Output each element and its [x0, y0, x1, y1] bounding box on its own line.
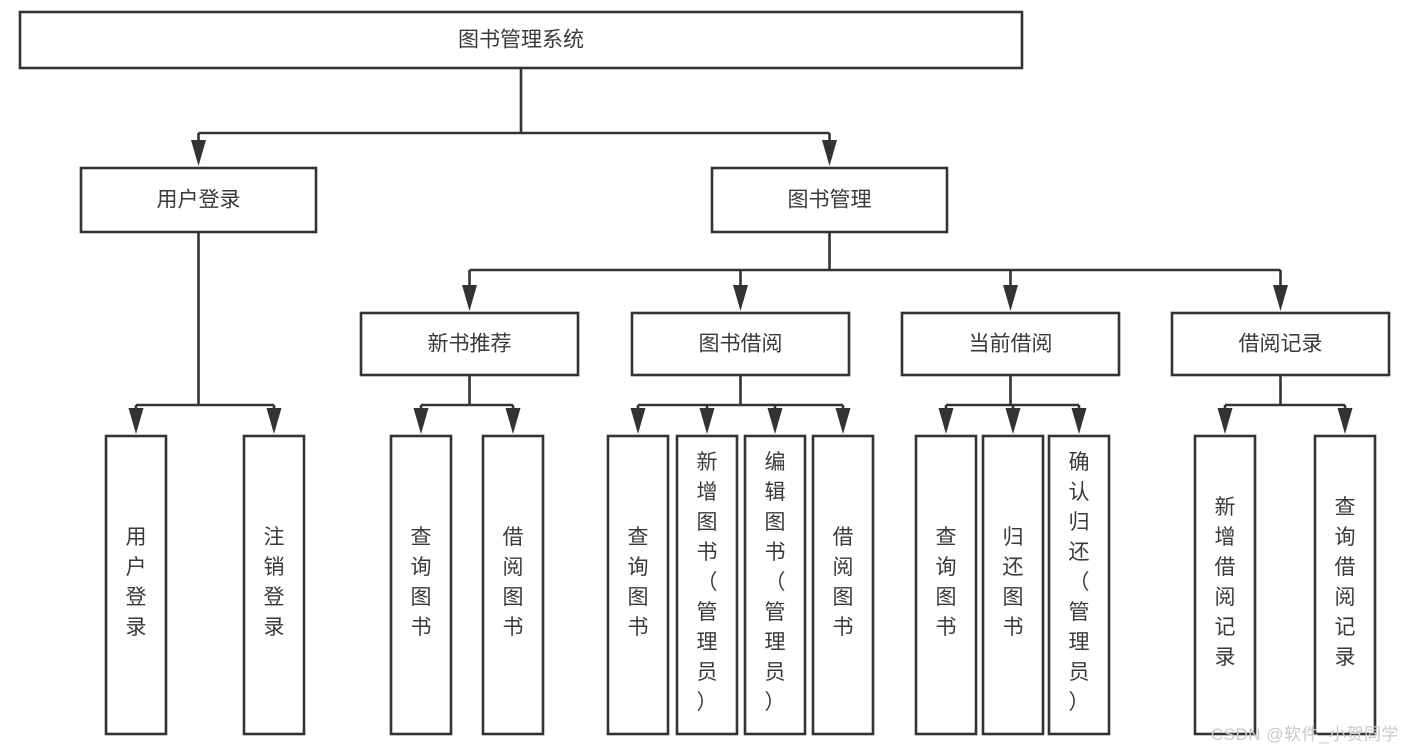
node-box-leaf-5[interactable] — [606, 434, 670, 736]
node-leaf-9[interactable]: 查询图书 — [914, 434, 978, 736]
connector-group — [938, 375, 1087, 434]
node-box-leaf-1[interactable] — [104, 434, 168, 736]
node-box-book-borrow[interactable] — [630, 311, 851, 377]
node-label-leaf-9: 查询图书 — [936, 526, 957, 639]
node-label-book-manage: 图书管理 — [788, 189, 872, 212]
arrow-head-icon — [822, 140, 837, 166]
node-current-borrow[interactable]: 当前借阅 — [900, 311, 1121, 377]
arrow-head-icon — [462, 285, 477, 311]
node-leaf-6[interactable]: 新增图书（管理员） — [675, 434, 739, 736]
node-label-leaf-2: 注销登录 — [264, 526, 285, 639]
connector-group — [413, 375, 521, 434]
arrow-head-icon — [191, 140, 206, 166]
node-box-root[interactable] — [18, 10, 1024, 70]
node-leaf-11[interactable]: 确认归还（管理员） — [1047, 434, 1111, 736]
node-label-leaf-7: 编辑图书（管理员） — [765, 451, 786, 714]
arrow-head-icon — [1273, 285, 1288, 311]
arrow-head-icon — [699, 408, 715, 434]
node-box-leaf-12[interactable] — [1193, 434, 1257, 736]
node-leaf-12[interactable]: 新增借阅记录 — [1193, 434, 1257, 736]
node-box-leaf-11[interactable] — [1047, 434, 1111, 736]
node-box-borrow-record[interactable] — [1170, 311, 1391, 377]
arrow-head-icon — [413, 408, 429, 434]
arrow-head-icon — [835, 408, 851, 434]
node-box-leaf-4[interactable] — [481, 434, 545, 736]
node-leaf-3[interactable]: 查询图书 — [389, 434, 453, 736]
node-label-leaf-10: 归还图书 — [1003, 526, 1024, 639]
node-box-leaf-6[interactable] — [675, 434, 739, 736]
node-layer: 图书管理系统用户登录图书管理新书推荐图书借阅当前借阅借阅记录用户登录注销登录查询… — [18, 10, 1391, 736]
node-user-login[interactable]: 用户登录 — [79, 166, 318, 234]
arrow-head-icon — [733, 285, 748, 311]
arrow-head-icon — [505, 408, 521, 434]
node-leaf-8[interactable]: 借阅图书 — [811, 434, 875, 736]
node-leaf-13[interactable]: 查询借阅记录 — [1313, 434, 1377, 736]
node-label-book-borrow: 图书借阅 — [699, 333, 783, 356]
connector-group — [191, 68, 837, 166]
node-label-new-book-rec: 新书推荐 — [428, 333, 512, 356]
node-label-leaf-13: 查询借阅记录 — [1335, 496, 1356, 669]
node-box-leaf-2[interactable] — [242, 434, 306, 736]
node-box-leaf-13[interactable] — [1313, 434, 1377, 736]
node-box-leaf-8[interactable] — [811, 434, 875, 736]
node-label-user-login: 用户登录 — [157, 189, 241, 212]
arrow-head-icon — [1217, 408, 1233, 434]
node-leaf-7[interactable]: 编辑图书（管理员） — [743, 434, 807, 736]
node-leaf-10[interactable]: 归还图书 — [981, 434, 1045, 736]
node-box-new-book-rec[interactable] — [359, 311, 580, 377]
node-label-leaf-6: 新增图书（管理员） — [697, 451, 718, 714]
node-label-leaf-5: 查询图书 — [628, 526, 649, 639]
node-leaf-2[interactable]: 注销登录 — [242, 434, 306, 736]
connector-group — [462, 232, 1288, 311]
node-box-leaf-9[interactable] — [914, 434, 978, 736]
node-label-leaf-3: 查询图书 — [411, 526, 432, 639]
node-leaf-4[interactable]: 借阅图书 — [481, 434, 545, 736]
arrow-head-icon — [630, 408, 646, 434]
arrow-head-icon — [1005, 408, 1021, 434]
node-label-leaf-1: 用户登录 — [126, 526, 147, 639]
node-book-borrow[interactable]: 图书借阅 — [630, 311, 851, 377]
connector-group — [128, 232, 282, 434]
node-leaf-1[interactable]: 用户登录 — [104, 434, 168, 736]
node-box-book-manage[interactable] — [710, 166, 949, 234]
connector-group — [1217, 375, 1353, 434]
node-book-manage[interactable]: 图书管理 — [710, 166, 949, 234]
arrow-head-icon — [1071, 408, 1087, 434]
connector-group — [630, 375, 851, 434]
arrow-head-icon — [767, 408, 783, 434]
arrow-head-icon — [1337, 408, 1353, 434]
node-label-borrow-record: 借阅记录 — [1239, 333, 1323, 356]
node-borrow-record[interactable]: 借阅记录 — [1170, 311, 1391, 377]
node-new-book-rec[interactable]: 新书推荐 — [359, 311, 580, 377]
node-label-leaf-12: 新增借阅记录 — [1215, 496, 1236, 669]
arrow-head-icon — [128, 408, 144, 434]
node-box-leaf-3[interactable] — [389, 434, 453, 736]
node-box-leaf-10[interactable] — [981, 434, 1045, 736]
node-label-root: 图书管理系统 — [458, 29, 584, 52]
node-label-leaf-4: 借阅图书 — [503, 526, 524, 639]
node-root[interactable]: 图书管理系统 — [18, 10, 1024, 70]
connector-layer — [128, 68, 1353, 434]
arrow-head-icon — [1003, 285, 1018, 311]
node-label-leaf-8: 借阅图书 — [833, 526, 854, 639]
node-label-current-borrow: 当前借阅 — [969, 333, 1053, 356]
node-label-leaf-11: 确认归还（管理员） — [1069, 451, 1090, 714]
arrow-head-icon — [266, 408, 282, 434]
node-box-leaf-7[interactable] — [743, 434, 807, 736]
node-leaf-5[interactable]: 查询图书 — [606, 434, 670, 736]
csdn-watermark: CSDN @软件_小贺同学 — [1210, 725, 1399, 744]
node-box-user-login[interactable] — [79, 166, 318, 234]
arrow-head-icon — [938, 408, 954, 434]
node-box-current-borrow[interactable] — [900, 311, 1121, 377]
